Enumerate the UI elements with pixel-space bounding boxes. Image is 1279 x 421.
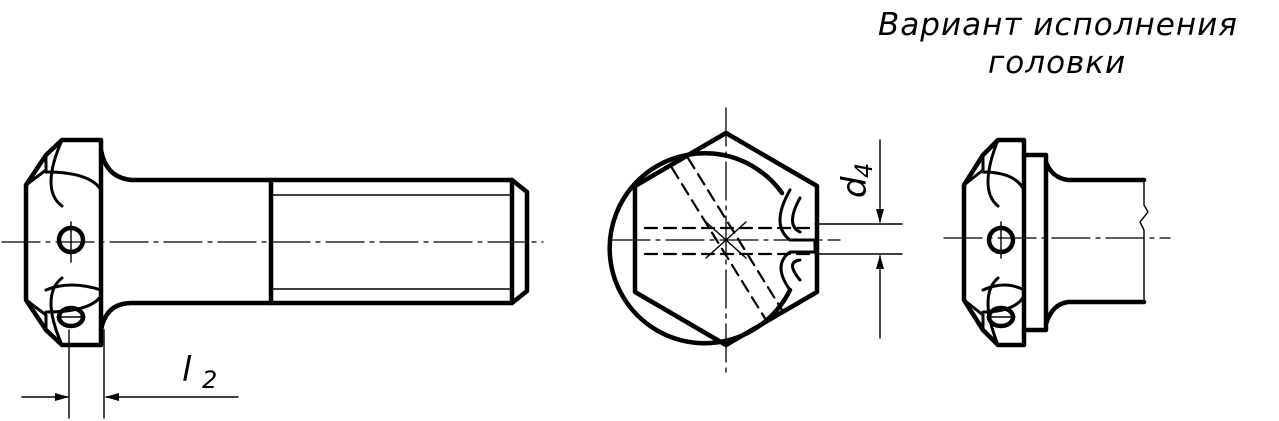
caption-line-1: Вариант исполнения <box>878 7 1238 43</box>
bolt-head-faces <box>44 170 103 314</box>
hidden-hole-line-1 <box>670 166 768 322</box>
hole-edge-bottom <box>761 313 779 325</box>
hole-edge-top <box>675 153 691 163</box>
l2-symbol: l <box>182 350 192 390</box>
d4-label: d 4 <box>835 163 878 198</box>
hidden-hole-line-2 <box>686 156 784 312</box>
head-variant-view <box>943 137 1171 348</box>
caption-line-2: головки <box>988 45 1126 81</box>
hex-end-view: d 4 <box>607 107 903 373</box>
l2-subscript: 2 <box>202 366 217 394</box>
bolt-side-view: l 2 <box>1 137 544 419</box>
variant-shank <box>1043 159 1147 327</box>
bolt-head-chamfers <box>24 138 64 347</box>
hex-inner-circle <box>607 150 793 346</box>
center-mark-2 <box>705 221 747 259</box>
d4-symbol: d <box>835 176 875 198</box>
bolt-shank <box>98 147 530 333</box>
hex-slot <box>778 188 817 292</box>
variant-collar <box>1021 152 1049 333</box>
d4-subscript: 4 <box>850 163 878 178</box>
variant-break-line <box>1139 179 1149 303</box>
